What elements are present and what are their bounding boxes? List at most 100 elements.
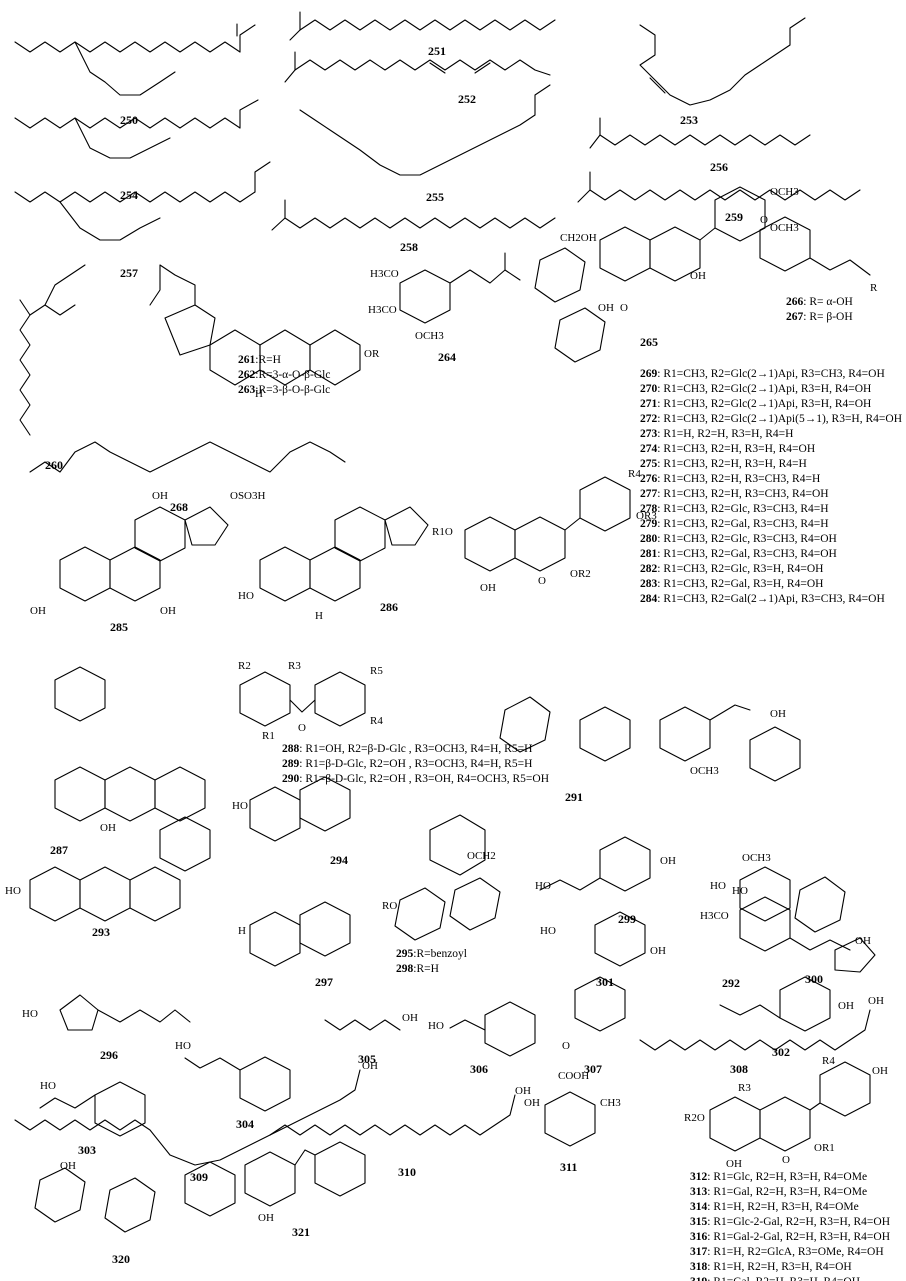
legend-row-279: 279: R1=CH3, R2=Gal, R3=CH3, R4=H [640, 517, 902, 532]
legend-text-284: : R1=CH3, R2=Gal(2→1)Api, R3=CH3, R4=OH [657, 593, 885, 605]
atom-oh-291: OH [770, 708, 786, 720]
atom-och3-264: OCH3 [415, 330, 444, 342]
label-251: 251 [428, 44, 446, 58]
legend-text-275: : R1=CH3, R2=H, R3=H, R4=H [657, 458, 807, 470]
atom-ho-299: HO [535, 880, 551, 892]
atom-oh-312: OH [872, 1065, 888, 1077]
atom-or2-269: OR2 [570, 568, 591, 580]
legend-text-281: : R1=CH3, R2=Gal, R3=CH3, R4=OH [657, 548, 837, 560]
atom-oh-265a: OH [690, 270, 706, 282]
structure-258 [271, 199, 556, 231]
legend-row-318: 318: R1=H, R2=H, R3=H, R4=OH [690, 1260, 890, 1275]
legend-text-317: : R1=H, R2=GlcA, R3=OMe, R4=OH [707, 1246, 884, 1258]
atom-oh-301: OH [650, 945, 666, 957]
label-311: 311 [560, 1160, 578, 1174]
label-283: 283 [640, 578, 658, 590]
structure-266 [759, 216, 871, 276]
label-262: 262 [238, 369, 256, 381]
label-270: 270 [640, 383, 658, 395]
atom-oh-269: OH [480, 582, 496, 594]
legend-text-269: : R1=CH3, R2=Glc(2→1)Api, R3=CH3, R4=OH [657, 368, 885, 380]
legend-row-283: 283: R1=CH3, R2=Gal, R3=H, R4=OH [640, 577, 902, 592]
structure-293 [29, 816, 211, 922]
legend-269-284: 269: R1=CH3, R2=Glc(2→1)Api, R3=CH3, R4=… [640, 367, 902, 607]
legend-text-273: : R1=H, R2=H, R3=H, R4=H [657, 428, 794, 440]
atom-oh-303: HO [40, 1080, 56, 1092]
label-303: 303 [78, 1143, 96, 1157]
legend-row-270: 270: R1=CH3, R2=Glc(2→1)Api, R3=H, R4=OH [640, 382, 902, 397]
label-254: 254 [120, 188, 138, 202]
structure-260 [19, 264, 86, 436]
label-273: 273 [640, 428, 658, 440]
legend-text-290: : R1=β-D-Glc, R2=OH , R3=OH, R4=OCH3, R5… [299, 773, 550, 785]
atom-ho-304: HO [175, 1040, 191, 1052]
structure-295-298 [394, 814, 501, 941]
legend-row-312: 312: R1=Glc, R2=H, R3=H, R4=OMe [690, 1170, 890, 1185]
atom-oh-309: OH [362, 1060, 378, 1072]
legend-text-277: : R1=CH3, R2=H, R3=CH3, R4=OH [657, 488, 829, 500]
structure-320 [34, 1161, 236, 1233]
label-306: 306 [470, 1062, 488, 1076]
label-252: 252 [458, 92, 476, 106]
atom-oh-312b: OH [726, 1158, 742, 1170]
legend-row-277: 277: R1=CH3, R2=H, R3=CH3, R4=OH [640, 487, 902, 502]
label-256: 256 [710, 160, 728, 174]
legend-row-280: 280: R1=CH3, R2=Glc, R3=CH3, R4=OH [640, 532, 902, 547]
label-320: 320 [112, 1252, 130, 1266]
structure-292 [739, 726, 876, 973]
atom-o-288: O [298, 722, 306, 734]
atom-o-312: O [782, 1154, 790, 1166]
atom-oh-311: OH [524, 1097, 540, 1109]
label-309: 309 [190, 1170, 208, 1184]
label-263: 263 [238, 384, 256, 396]
label-315: 315 [690, 1216, 708, 1228]
structure-312-319 [709, 1061, 871, 1152]
label-319: 319 [690, 1276, 707, 1281]
legend-row-281: 281: R1=CH3, R2=Gal, R3=CH3, R4=OH [640, 547, 902, 562]
label-297: 297 [315, 975, 333, 989]
legend-text-313: : R1=Gal, R2=H, R3=H, R4=OMe [707, 1186, 868, 1198]
structure-268 [29, 441, 346, 473]
label-292: 292 [722, 976, 740, 990]
structure-300 [739, 896, 851, 952]
atom-r2-288: R2 [238, 660, 251, 672]
legend-text-279: : R1=CH3, R2=Gal, R3=CH3, R4=H [657, 518, 829, 530]
sublabel-261: :R=H [255, 354, 281, 366]
atom-oh-300: OH [855, 935, 871, 947]
structure-306 [449, 1001, 536, 1057]
label-259: 259 [725, 210, 743, 224]
legend-text-318: : R1=H, R2=H, R3=H, R4=OH [707, 1261, 852, 1273]
label-261-263: 261:R=H 262:R=3-α-O-β-Glc 263:R=3-β-O-β-… [238, 353, 330, 398]
label-298: 298 [396, 963, 414, 975]
legend-row-284: 284: R1=CH3, R2=Gal(2→1)Api, R3=CH3, R4=… [640, 592, 902, 607]
structure-301 [594, 911, 646, 967]
label-272: 272 [640, 413, 658, 425]
label-308: 308 [730, 1062, 748, 1076]
label-278: 278 [640, 503, 658, 515]
atom-h3co-264b: H3CO [368, 304, 397, 316]
structure-304 [184, 1056, 291, 1112]
atom-oh-293: HO [5, 885, 21, 897]
sublabel-262: :R=3-α-O-β-Glc [255, 369, 331, 381]
legend-row-269: 269: R1=CH3, R2=Glc(2→1)Api, R3=CH3, R4=… [640, 367, 902, 382]
legend-text-314: : R1=H, R2=H, R3=H, R4=OMe [707, 1201, 859, 1213]
structure-291 [499, 696, 751, 762]
atom-r2o-312: R2O [684, 1112, 705, 1124]
atom-ch3-311: CH3 [600, 1097, 621, 1109]
legend-row-288: 288: R1=OH, R2=β-D-Glc , R3=OCH3, R4=H, … [282, 742, 549, 757]
label-266: 266 [786, 296, 804, 308]
atom-oh-265b: OH [598, 302, 614, 314]
structure-251 [289, 11, 556, 41]
legend-row-316: 316: R1=Gal-2-Gal, R2=H, R3=H, R4=OH [690, 1230, 890, 1245]
label-257: 257 [120, 266, 138, 280]
atom-r-266: R [870, 282, 878, 294]
structure-321 [244, 1141, 366, 1207]
label-302: 302 [772, 1045, 790, 1059]
legend-text-282: : R1=CH3, R2=Glc, R3=H, R4=OH [657, 563, 824, 575]
label-314: 314 [690, 1201, 708, 1213]
atom-or3-269: OR3 [636, 510, 657, 522]
structure-253 [639, 17, 806, 106]
legend-row-278: 278: R1=CH3, R2=Glc, R3=CH3, R4=H [640, 502, 902, 517]
label-305: 305 [358, 1052, 376, 1066]
